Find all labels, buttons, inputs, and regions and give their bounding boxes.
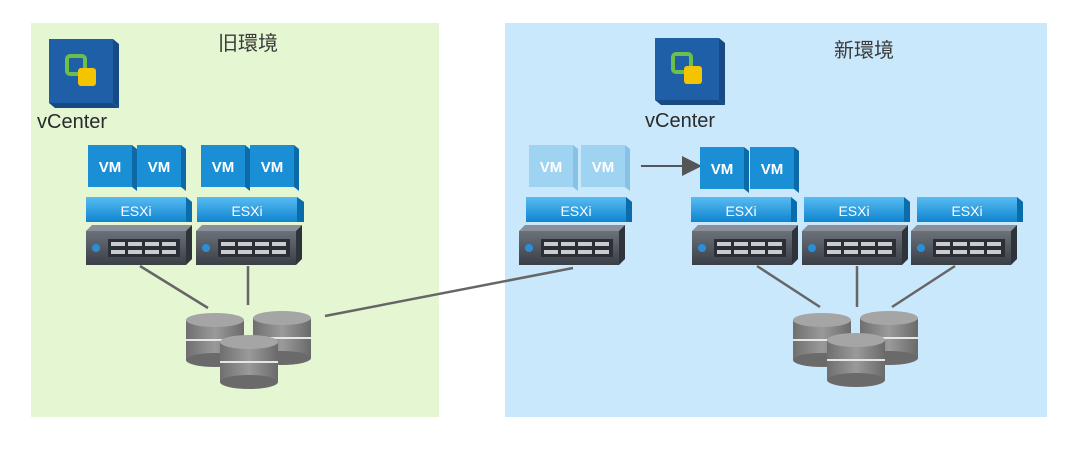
svg-text:VM: VM bbox=[99, 159, 122, 176]
vm-icon: VM bbox=[250, 145, 299, 191]
esxi-host-icon: ESXi bbox=[917, 197, 1023, 222]
old-vcenter-label: vCenter bbox=[37, 111, 107, 133]
new-vcenter-label: vCenter bbox=[645, 110, 715, 132]
server-icon bbox=[911, 225, 1017, 265]
svg-text:VM: VM bbox=[212, 159, 235, 176]
esxi-host-icon: ESXi bbox=[691, 197, 797, 222]
svg-text:VM: VM bbox=[261, 159, 284, 176]
svg-text:ESXi: ESXi bbox=[838, 203, 869, 219]
vcenter-logo-icon bbox=[655, 38, 725, 105]
old-host1-storage-link bbox=[139, 264, 209, 310]
svg-text:ESXi: ESXi bbox=[120, 203, 151, 219]
esxi-host-icon: ESXi bbox=[804, 197, 910, 222]
vm-icon: VM bbox=[88, 145, 137, 191]
new-environment-title: 新環境 bbox=[834, 38, 894, 62]
connections bbox=[139, 264, 956, 318]
svg-text:ESXi: ESXi bbox=[725, 203, 756, 219]
vm-icon: VM bbox=[700, 147, 749, 193]
server-icon bbox=[802, 225, 908, 265]
esxi-host-icon: ESXi bbox=[526, 197, 632, 222]
vm-icon-faded: VM bbox=[529, 145, 578, 191]
svg-text:VM: VM bbox=[761, 161, 784, 178]
svg-text:VM: VM bbox=[148, 159, 171, 176]
svg-text:VM: VM bbox=[540, 159, 563, 176]
svg-text:VM: VM bbox=[711, 161, 734, 178]
server-icon bbox=[519, 225, 625, 265]
vm-icon-faded: VM bbox=[581, 145, 630, 191]
svg-text:ESXi: ESXi bbox=[231, 203, 262, 219]
svg-text:VM: VM bbox=[592, 159, 615, 176]
server-icon bbox=[86, 225, 192, 265]
server-icon bbox=[692, 225, 798, 265]
vm-icon: VM bbox=[201, 145, 250, 191]
vcenter-logo-icon bbox=[49, 39, 119, 108]
old-environment-title: 旧環境 bbox=[218, 31, 278, 55]
server-icon bbox=[196, 225, 302, 265]
datastore-icon bbox=[793, 311, 918, 387]
esxi-host-icon: ESXi bbox=[197, 197, 304, 222]
new-host1-storage-link bbox=[756, 264, 821, 309]
esxi-host-icon: ESXi bbox=[86, 197, 192, 222]
svg-text:ESXi: ESXi bbox=[951, 203, 982, 219]
migration-link bbox=[324, 266, 574, 318]
vm-icon: VM bbox=[137, 145, 186, 191]
svg-text:ESXi: ESXi bbox=[560, 203, 591, 219]
vm-icon: VM bbox=[750, 147, 799, 193]
new-host3-storage-link bbox=[891, 264, 956, 309]
datastore-icon bbox=[186, 311, 311, 389]
